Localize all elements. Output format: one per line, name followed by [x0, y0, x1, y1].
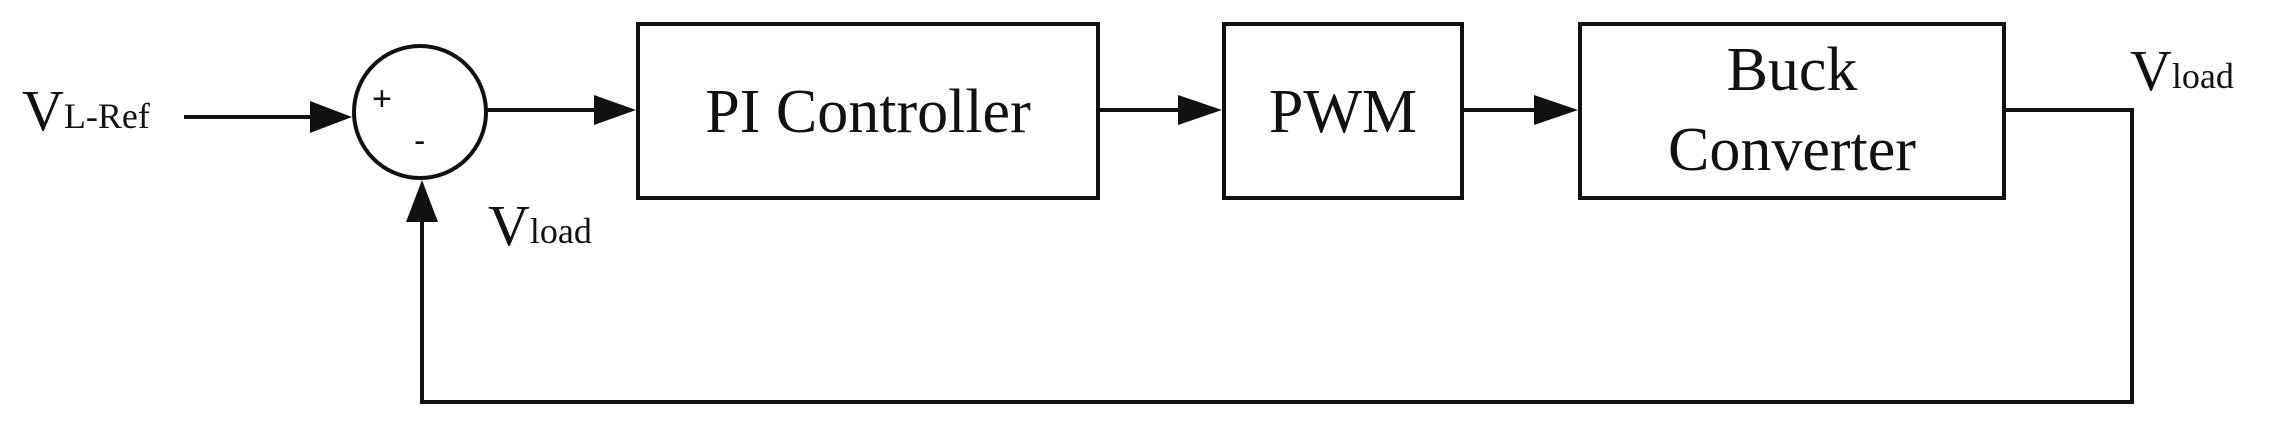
feedback-vload-label-sub: load [530, 211, 592, 251]
buck-converter-label-line2: Converter [1668, 116, 1916, 184]
reference-label: VL-Ref [22, 78, 150, 143]
output-vload-label-main: V [2130, 38, 2172, 103]
pi-controller-block [636, 22, 1100, 200]
output-vload-label: Vload [2130, 38, 2234, 103]
buck-converter-label-line1: Buck [1727, 36, 1858, 104]
feedback-vload-label: Vload [488, 193, 592, 258]
reference-input-arrowhead [310, 101, 352, 133]
pi-controller-label: PI Controller [705, 78, 1031, 146]
feedback-arrowhead [406, 180, 438, 222]
pwm-to-buck-arrowhead [1534, 95, 1578, 125]
feedback-vload-label-main: V [488, 193, 530, 258]
reference-label-sub: L-Ref [64, 96, 150, 136]
output-vload-label-sub: load [2172, 56, 2234, 96]
feedback-path-wire [420, 108, 2134, 404]
summing-junction-plus-sign: + [372, 80, 392, 118]
pi-to-pwm-arrowhead [1178, 95, 1222, 125]
error-signal-arrowhead [594, 95, 636, 125]
summing-junction-minus-sign: - [414, 122, 425, 160]
reference-label-main: V [22, 78, 64, 143]
buck-converter-block [1578, 22, 2006, 200]
pwm-label: PWM [1269, 78, 1417, 146]
